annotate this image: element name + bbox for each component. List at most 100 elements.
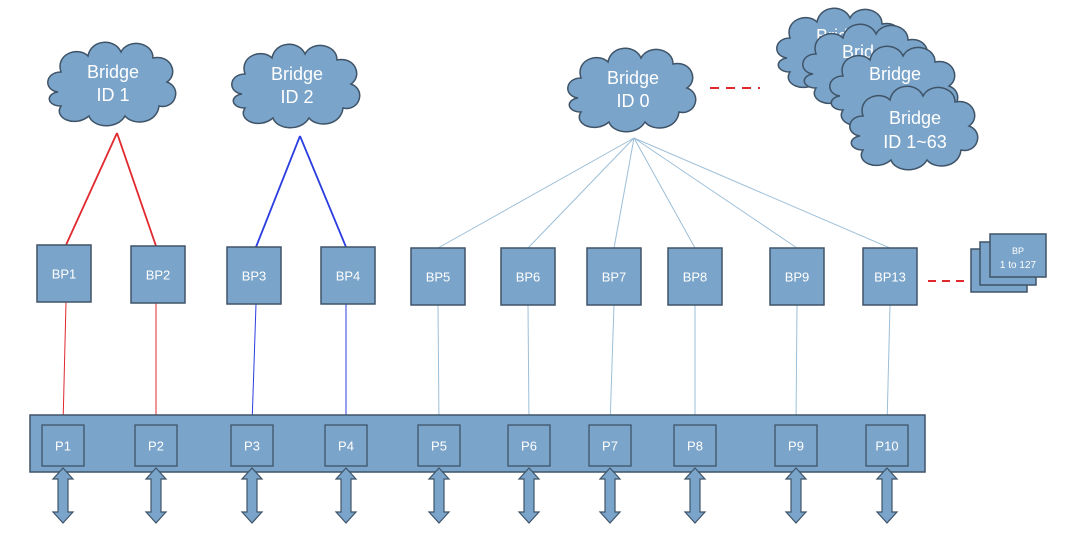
bp-label: BP4 <box>336 269 361 284</box>
link-bp4-to-bridge <box>299 135 347 248</box>
bridge-links <box>65 132 891 249</box>
link-bp1-to-bridge <box>65 132 118 246</box>
port-box <box>774 424 818 467</box>
bridge-port-bp4: BP4 <box>320 246 376 305</box>
bridge-stack-label-line2: ID 1~63 <box>883 132 947 152</box>
link-bp7-to-port <box>609 304 615 426</box>
bridge-label-line2: ID 0 <box>616 91 649 111</box>
bp-label: BP8 <box>683 270 708 285</box>
bp-label: BP13 <box>874 270 906 285</box>
bridge-stack-label-line1: Bridge <box>889 108 941 128</box>
bidirectional-arrow-icon <box>240 467 264 524</box>
link-bp9-to-bridge <box>633 137 798 249</box>
bp-box <box>320 246 376 305</box>
port-p3: P3 <box>230 424 274 467</box>
bp-label: BP3 <box>242 269 267 284</box>
port-label: P7 <box>602 439 618 454</box>
bidirectional-arrow-icon <box>598 467 622 524</box>
bidirectional-arrow-icon <box>517 467 541 524</box>
link-bp6-to-port <box>527 304 530 426</box>
stacked-bridge-label: Bridge <box>869 64 921 84</box>
link-bp6-to-bridge <box>527 137 635 249</box>
port-label: P3 <box>244 439 260 454</box>
port-box <box>673 424 717 467</box>
bp-box <box>226 246 282 305</box>
bridge-label-line2: ID 1 <box>96 85 129 105</box>
link-bp1-to-port <box>62 301 67 426</box>
link-bp7-to-bridge <box>613 137 635 249</box>
bridge-label-line1: Bridge <box>271 64 323 84</box>
bidirectional-arrow-icon <box>334 467 358 524</box>
bridge-label-line2: ID 2 <box>280 87 313 107</box>
link-bp13-to-bridge <box>633 137 891 249</box>
port-box <box>588 424 632 467</box>
bidirectional-arrow-icon <box>784 467 808 524</box>
bidirectional-arrow-icon <box>144 467 168 524</box>
port-label: P6 <box>521 439 537 454</box>
bidirectional-arrow-icon <box>427 467 451 524</box>
port-box <box>417 424 461 467</box>
bp-label: BP5 <box>426 270 451 285</box>
bridge-label-line1: Bridge <box>607 68 659 88</box>
bridge-port-bp7: BP7 <box>586 247 642 306</box>
bp-box <box>130 245 186 304</box>
cloud-bridge-2: Bridge ID 2 <box>231 43 361 129</box>
port-label: P10 <box>875 439 898 454</box>
port-label: P1 <box>55 439 71 454</box>
bp-box <box>410 247 466 306</box>
port-box <box>41 424 85 467</box>
port-label: P5 <box>431 439 447 454</box>
link-bp5-to-port <box>437 304 440 426</box>
bridge-port-bp3: BP3 <box>226 246 282 305</box>
link-bp9-to-port <box>795 304 798 426</box>
bridge-port-bp2: BP2 <box>130 245 186 304</box>
bridge-port-bp5: BP5 <box>410 247 466 306</box>
bridge-port-bp1: BP1 <box>36 244 92 303</box>
bidirectional-arrow-icon <box>683 467 707 524</box>
bp-port-links <box>62 301 891 426</box>
cloud-icon <box>849 85 979 171</box>
bridge-port-bp8: BP8 <box>667 247 723 306</box>
bp-label: BP7 <box>602 270 627 285</box>
port-p6: P6 <box>507 424 551 467</box>
port-box <box>324 424 368 467</box>
bp-stack-label-1: BP <box>1012 246 1024 256</box>
port-p8: P8 <box>673 424 717 467</box>
bp-label: BP6 <box>516 270 541 285</box>
port-p4: P4 <box>324 424 368 467</box>
bp-stack: BP 1 to 127 <box>970 233 1047 293</box>
bridge-label-line1: Bridge <box>87 62 139 82</box>
bidirectional-arrow-icon <box>875 467 899 524</box>
cloud-bridge-1: Bridge ID 1 <box>47 41 177 127</box>
link-bp8-to-bridge <box>633 137 696 249</box>
port-p5: P5 <box>417 424 461 467</box>
port-p9: P9 <box>774 424 818 467</box>
port-box <box>134 424 178 467</box>
bp-stack-front <box>989 233 1047 278</box>
port-p2: P2 <box>134 424 178 467</box>
stacked-cloud: Bridge <box>829 45 959 131</box>
port-p10: P10 <box>865 424 909 467</box>
port-p7: P7 <box>588 424 632 467</box>
port-p1: P1 <box>41 424 85 467</box>
bp-box <box>500 247 556 306</box>
stacked-cloud: Bridge ID 1~63 <box>849 85 979 171</box>
bidirectional-arrow-icon <box>51 467 75 524</box>
bp-stack-label-2: 1 to 127 <box>1000 260 1037 271</box>
cloud-bridge-0: Bridge ID 0 <box>567 47 697 133</box>
bridge-port-bp13: BP13 <box>862 247 918 306</box>
bridge-port-bp6: BP6 <box>500 247 556 306</box>
bp-box <box>586 247 642 306</box>
bp-box <box>36 244 92 303</box>
port-label: P2 <box>148 439 164 454</box>
port-box <box>230 424 274 467</box>
link-bp13-to-port <box>886 304 891 426</box>
port-box <box>865 424 909 467</box>
bp-box <box>862 247 918 306</box>
link-bp3-to-bridge <box>255 135 301 248</box>
bridge-port-bp9: BP9 <box>769 247 825 306</box>
bp-label: BP1 <box>52 267 77 282</box>
bp-box <box>667 247 723 306</box>
